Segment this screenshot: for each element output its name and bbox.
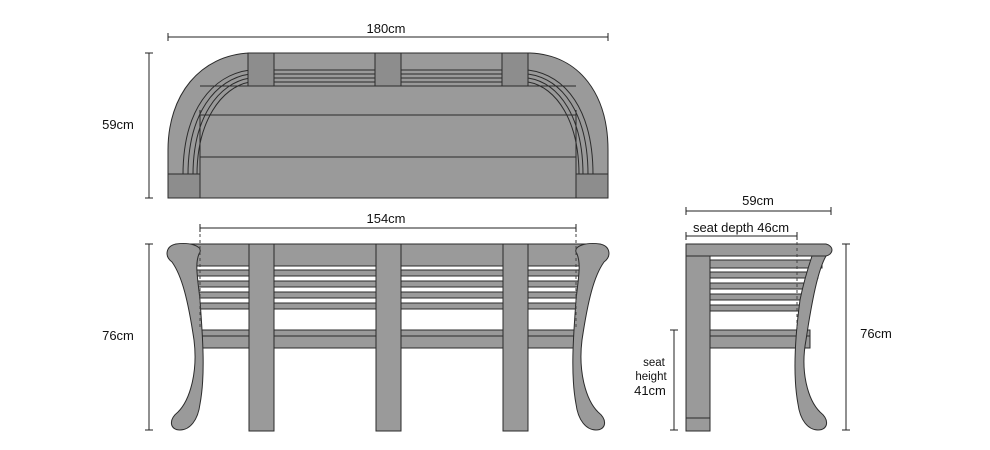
dim-front-height: 76cm	[102, 243, 153, 431]
side-depth-label: 59cm	[742, 193, 774, 208]
seat-height-line2: height	[635, 371, 667, 383]
front-view	[166, 228, 610, 432]
front-height-label: 76cm	[102, 328, 134, 343]
seat-depth-label: seat depth 46cm	[693, 220, 789, 235]
dim-side-depth: 59cm	[685, 193, 832, 215]
side-height-label: 76cm	[860, 326, 892, 341]
dim-seat-width: 154cm	[199, 211, 577, 232]
top-view-outline	[167, 52, 609, 199]
dim-side-height: 76cm	[842, 243, 892, 431]
seat-height-line1: seat	[643, 357, 666, 369]
dim-top-width: 180cm	[167, 21, 609, 41]
dim-top-depth: 59cm	[102, 52, 153, 199]
side-view	[685, 236, 833, 432]
front-right-scroll-leg	[572, 243, 610, 431]
front-left-scroll-leg	[166, 243, 204, 431]
top-depth-label: 59cm	[102, 117, 134, 132]
dim-seat-height: seat height 41cm	[634, 329, 678, 431]
top-view	[167, 52, 609, 199]
dim-seat-depth: seat depth 46cm	[685, 220, 798, 240]
top-width-label: 180cm	[366, 21, 405, 36]
seat-height-value: 41cm	[634, 383, 666, 398]
side-front-scroll-leg	[794, 255, 827, 431]
seat-width-label: 154cm	[366, 211, 405, 226]
